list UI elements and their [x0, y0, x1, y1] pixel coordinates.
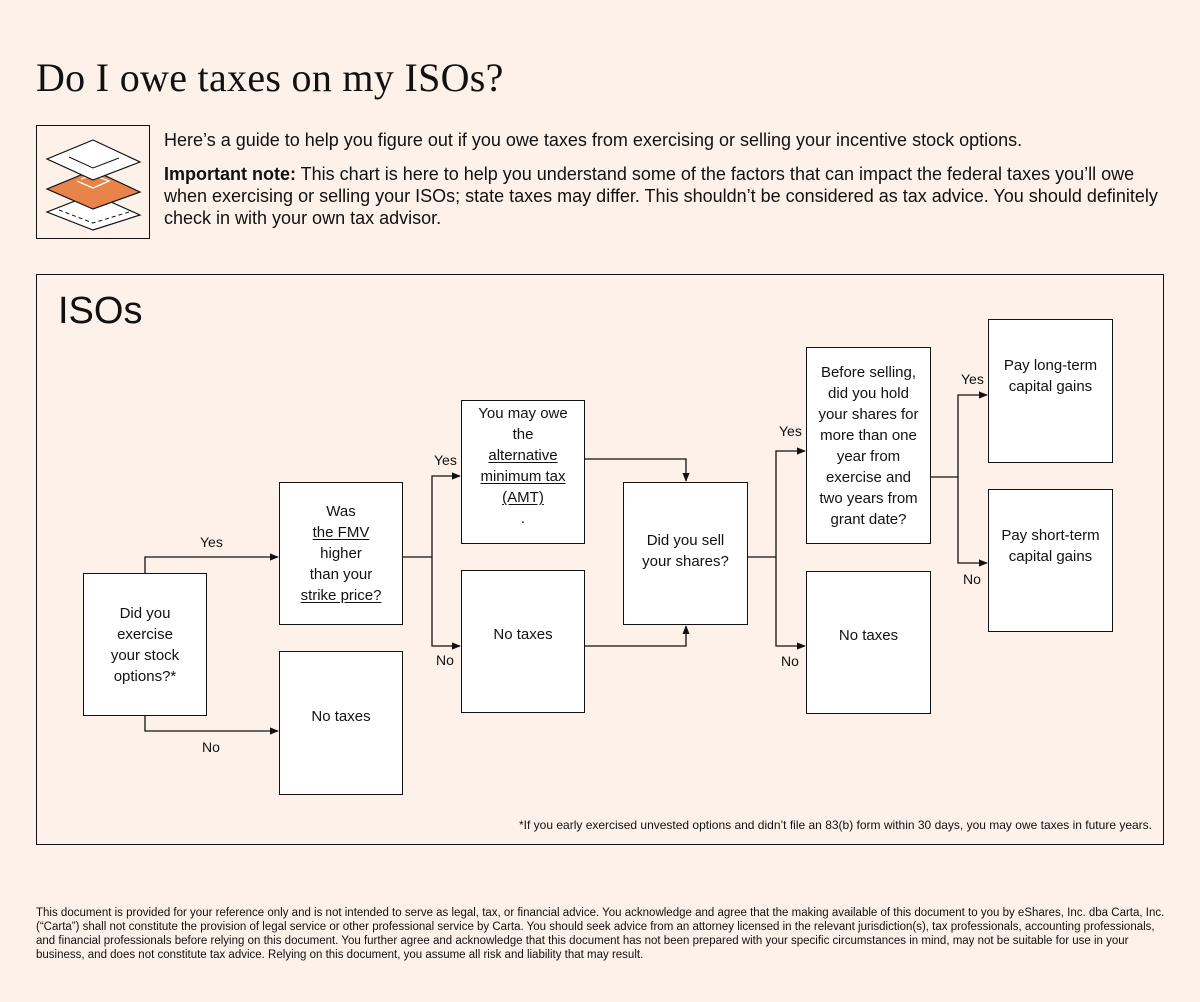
edge-label-no: No	[781, 653, 799, 669]
node-text: (AMT).	[478, 487, 568, 529]
node-text: exercise and	[825, 468, 912, 486]
node-text: Pay short-term	[1001, 526, 1100, 544]
node-text: year from	[836, 447, 901, 465]
node-text: your shares?	[642, 552, 729, 570]
important-note-label: Important note:	[164, 164, 296, 184]
node-text: .	[520, 510, 526, 527]
edge-exercise-no	[144, 716, 279, 735]
edge-label-yes: Yes	[200, 534, 223, 550]
edge-label-no: No	[202, 739, 220, 755]
node-text: capital gains	[1008, 378, 1093, 395]
edge-sell-yes	[775, 447, 806, 557]
chart-footnote: *If you early exercised unvested options…	[519, 818, 1152, 832]
no-taxes-node-1: No taxes	[279, 651, 403, 795]
edge-label-no: No	[436, 652, 454, 668]
exercise-question-node: Did you exercise your stock options?*	[83, 573, 207, 716]
edge-label-yes: Yes	[779, 423, 802, 439]
edge-fmv-no	[431, 557, 461, 650]
short-term-gains-node: Pay short-term capital gains	[988, 489, 1113, 632]
node-text: No taxes	[838, 627, 899, 644]
edge-label-no: No	[963, 571, 981, 587]
node-text: Pay long-term	[1003, 357, 1098, 374]
fmv-term-link[interactable]: the FMV	[312, 524, 370, 541]
amt-term-link[interactable]: (AMT)	[502, 489, 544, 506]
intro-text: Here’s a guide to help you figure out if…	[164, 130, 1023, 150]
edge-hold-yes	[957, 391, 988, 477]
node-text: No taxes	[311, 707, 371, 725]
node-text: the	[512, 426, 534, 443]
long-term-gains-node: Pay long-term capital gains	[988, 319, 1113, 463]
no-taxes-node-3: No taxes	[806, 571, 931, 714]
node-text: options?*	[113, 667, 177, 685]
edge-label-yes: Yes	[434, 452, 457, 468]
amt-term-link[interactable]: minimum tax	[480, 468, 566, 485]
node-text: grant date?	[830, 510, 907, 528]
sell-question-node: Did you sell your shares?	[623, 482, 748, 625]
node-text: more than one	[820, 426, 917, 444]
edge-amt-to-sell	[585, 458, 690, 482]
strike-price-term-link[interactable]: strike price?	[300, 587, 382, 604]
node-text: did you hold	[828, 384, 909, 402]
node-text: the alternative	[478, 424, 568, 466]
node-text: Was	[326, 503, 356, 520]
node-text: your shares for	[818, 405, 919, 423]
node-text: Did you sell	[646, 531, 725, 549]
edge-label-yes: Yes	[961, 371, 984, 387]
node-text: capital gains	[1008, 547, 1093, 565]
edge-sell-no	[775, 557, 806, 650]
node-text: exercise	[117, 625, 173, 643]
important-note: Important note: This chart is here to he…	[164, 163, 1164, 229]
important-note-text: This chart is here to help you understan…	[164, 164, 1158, 228]
node-text: Did you	[119, 604, 171, 622]
page-title: Do I owe taxes on my ISOs?	[36, 55, 504, 100]
node-text: two years from	[819, 489, 918, 507]
chart-heading: ISOs	[58, 290, 143, 332]
node-text: Before selling,	[820, 363, 917, 381]
node-text: than your	[309, 566, 373, 583]
node-text: your stock	[110, 646, 180, 664]
node-text: Was the FMV	[301, 501, 382, 543]
flowchart-frame	[36, 274, 1164, 845]
edge-notax-to-sell	[585, 625, 690, 647]
amt-term-link[interactable]: alternative	[488, 447, 558, 464]
edge-hold-no	[957, 477, 988, 567]
fmv-question-node: Was the FMV higher than your strike pric…	[279, 482, 403, 625]
intro-section: Here’s a guide to help you figure out if…	[164, 129, 1164, 229]
node-text: higher	[320, 545, 362, 562]
stacked-layers-icon	[36, 125, 150, 239]
node-text: No taxes	[493, 626, 553, 643]
no-taxes-node-2: No taxes	[461, 570, 585, 713]
edge-exercise-yes	[144, 553, 279, 573]
edge-fmv-yes	[431, 472, 461, 557]
legal-disclaimer: This document is provided for your refer…	[36, 907, 1165, 961]
node-text: You may owe	[478, 405, 568, 422]
holding-period-question-node: Before selling, did you hold your shares…	[806, 347, 931, 544]
amt-node: You may owe the alternative minimum tax …	[461, 400, 585, 544]
